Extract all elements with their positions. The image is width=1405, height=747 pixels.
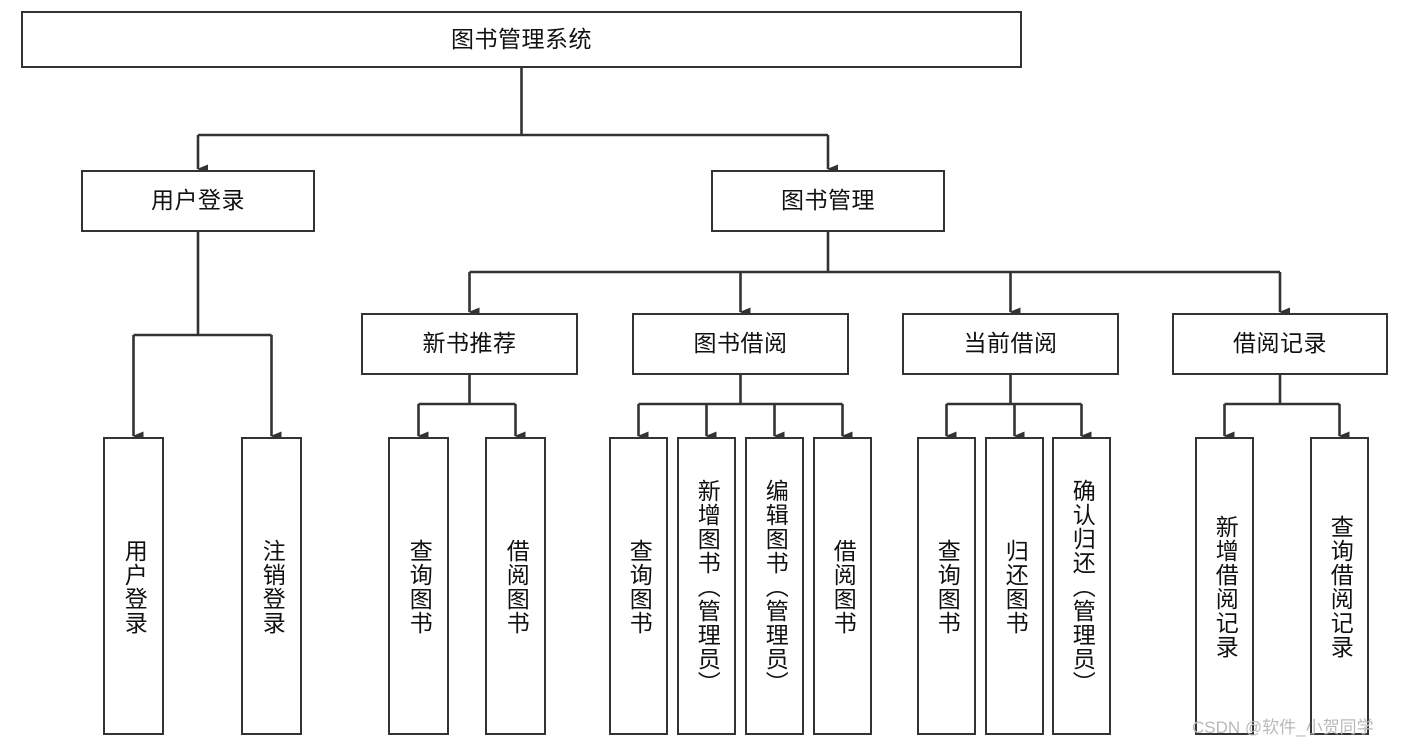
node-current-query-book[interactable]: 查询图书 — [917, 437, 976, 735]
node-user-logout-action[interactable]: 注销登录 — [241, 437, 302, 735]
node-recommend-borrow-book[interactable]: 借阅图书 — [485, 437, 546, 735]
node-recommend-query-book[interactable]: 查询图书 — [388, 437, 449, 735]
node-label-records-add-record: 新增借阅记录 — [1212, 515, 1239, 659]
connector-group — [132, 68, 1350, 441]
node-book-management[interactable]: 图书管理 — [711, 170, 945, 232]
node-borrow-records[interactable]: 借阅记录 — [1172, 313, 1388, 375]
node-label-user-login-action: 用户登录 — [121, 539, 148, 635]
node-label-user-logout-action: 注销登录 — [259, 539, 286, 635]
node-records-add-record[interactable]: 新增借阅记录 — [1195, 437, 1254, 735]
node-label-current-confirm-return-admin: 确认归还（管理员） — [1069, 479, 1096, 695]
node-current-confirm-return-admin[interactable]: 确认归还（管理员） — [1052, 437, 1111, 735]
node-label-user-login: 用户登录 — [151, 187, 245, 214]
node-label-current-borrow: 当前借阅 — [963, 330, 1058, 357]
node-records-query-record[interactable]: 查询借阅记录 — [1310, 437, 1369, 735]
node-label-book-management: 图书管理 — [781, 187, 875, 214]
node-label-borrow-records: 借阅记录 — [1233, 330, 1327, 357]
node-label-borrow-add-book-admin: 新增图书（管理员） — [694, 479, 721, 695]
node-root[interactable]: 图书管理系统 — [21, 11, 1022, 68]
node-borrow-query-book[interactable]: 查询图书 — [609, 437, 668, 735]
node-label-root: 图书管理系统 — [451, 25, 592, 52]
node-new-book-recommend[interactable]: 新书推荐 — [361, 313, 578, 375]
node-label-borrow-borrow-book: 借阅图书 — [830, 539, 857, 635]
node-label-current-query-book: 查询图书 — [934, 539, 961, 635]
node-label-new-book-recommend: 新书推荐 — [422, 330, 517, 357]
node-label-book-borrow: 图书借阅 — [693, 330, 788, 357]
node-label-borrow-query-book: 查询图书 — [626, 539, 653, 635]
node-label-recommend-borrow-book: 借阅图书 — [503, 539, 530, 635]
node-user-login[interactable]: 用户登录 — [81, 170, 315, 232]
node-borrow-edit-book-admin[interactable]: 编辑图书（管理员） — [745, 437, 804, 735]
node-label-records-query-record: 查询借阅记录 — [1327, 515, 1354, 659]
node-book-borrow[interactable]: 图书借阅 — [632, 313, 849, 375]
node-borrow-add-book-admin[interactable]: 新增图书（管理员） — [677, 437, 736, 735]
node-current-return-book[interactable]: 归还图书 — [985, 437, 1044, 735]
node-label-current-return-book: 归还图书 — [1002, 539, 1029, 635]
node-label-recommend-query-book: 查询图书 — [406, 539, 433, 635]
node-label-borrow-edit-book-admin: 编辑图书（管理员） — [762, 479, 789, 695]
node-borrow-borrow-book[interactable]: 借阅图书 — [813, 437, 872, 735]
node-current-borrow[interactable]: 当前借阅 — [902, 313, 1119, 375]
node-user-login-action[interactable]: 用户登录 — [103, 437, 164, 735]
